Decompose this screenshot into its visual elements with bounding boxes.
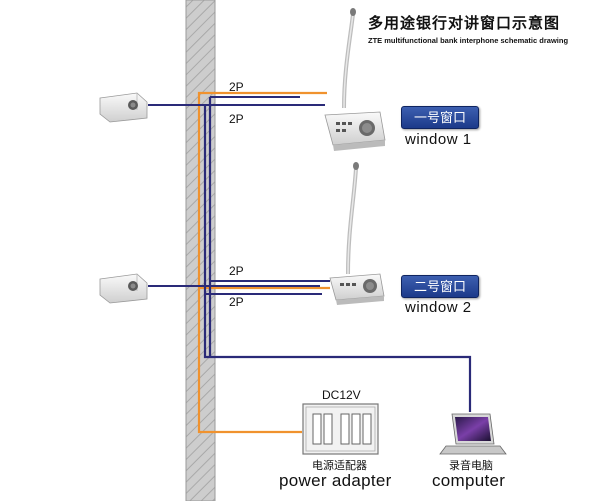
outside-speaker-1: [99, 92, 148, 123]
cable-label-window1-upper: 2P: [229, 80, 244, 94]
window1-badge: 一号窗口: [401, 106, 479, 129]
power-adapter-device: [302, 403, 379, 455]
window2-badge: 二号窗口: [401, 275, 479, 298]
cable-label-window2-lower: 2P: [229, 295, 244, 309]
audio-trunk-wire-inner: [203, 105, 472, 412]
computer-en: computer: [432, 471, 506, 490]
power-voltage-label: DC12V: [322, 388, 361, 402]
intercom-console-1: [324, 8, 386, 151]
power-adapter-en: power adapter: [279, 471, 392, 490]
cable-label-window1-lower: 2P: [229, 112, 244, 126]
computer-cn: 录音电脑: [449, 460, 493, 472]
outside-speaker-2: [99, 273, 148, 304]
power-adapter-cn: 电源适配器: [312, 460, 367, 472]
diagram-title-en: ZTE multifunctional bank interphone sche…: [368, 36, 569, 45]
diagram-title-cn: 多用途银行对讲窗口示意图: [368, 15, 561, 32]
cable-label-window2-upper: 2P: [229, 264, 244, 278]
window2-label: window 2: [405, 299, 472, 316]
laptop-computer: [439, 413, 507, 455]
window1-label: window 1: [405, 131, 472, 148]
intercom-console-2: [329, 162, 385, 305]
power-trunk-wire: [197, 91, 327, 434]
